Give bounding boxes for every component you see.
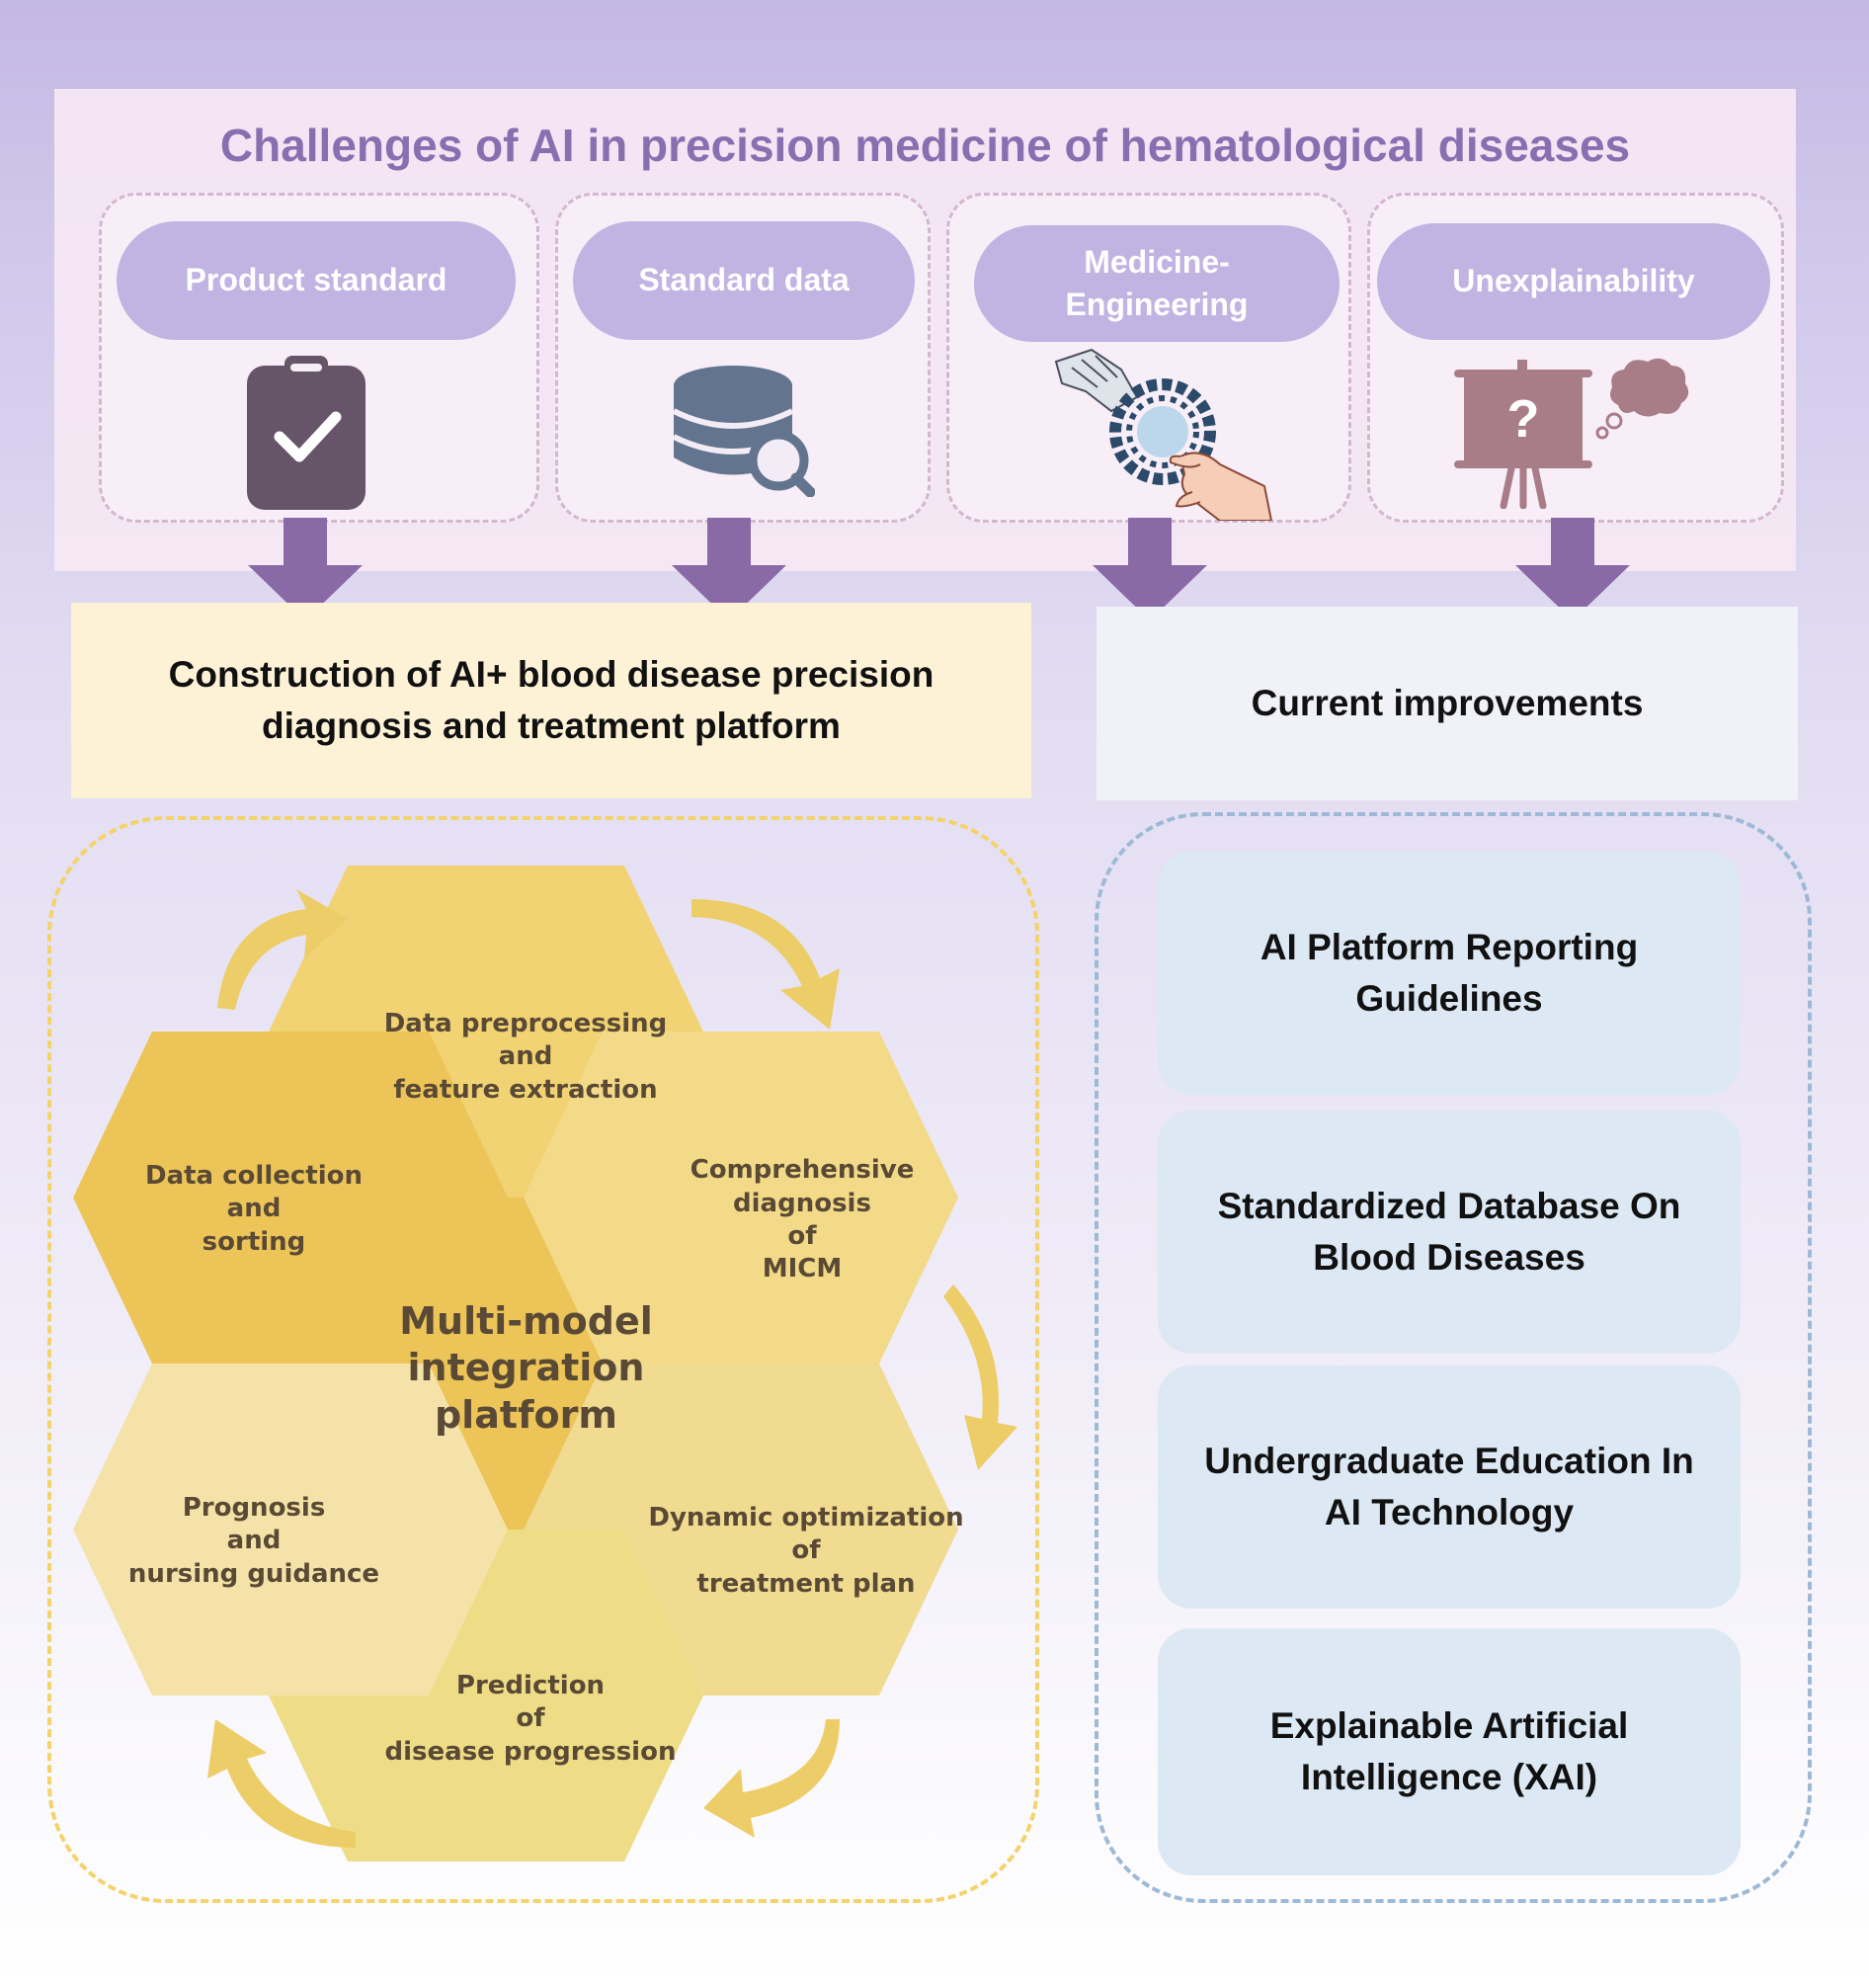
honeycomb-diagram	[73, 866, 1017, 1862]
hexagon-diagnosis	[524, 1032, 958, 1364]
database-search-icon	[672, 366, 815, 497]
improvements-container	[1095, 812, 1812, 1903]
challenge-pill-medicine-engineering: Medicine- Engineering	[974, 225, 1340, 342]
improvements-heading: Current improvements	[1097, 607, 1798, 800]
curve-arrow-top-right	[691, 899, 840, 1030]
hex-label-preprocessing: Data preprocessing and feature extractio…	[383, 1009, 668, 1105]
platform-heading: Construction of AI+ blood disease precis…	[71, 603, 1031, 798]
hexagon-prognosis	[73, 1364, 508, 1696]
curve-arrow-bottom-right	[703, 1719, 840, 1838]
hex-label-center: Multi-model integration platform	[399, 1298, 653, 1437]
down-arrow-1	[248, 518, 363, 621]
down-arrow-2	[672, 518, 786, 621]
challenge-pill-standard-data: Standard data	[573, 221, 915, 340]
curve-arrow-top-left	[217, 889, 348, 1010]
down-arrow-4	[1515, 518, 1630, 621]
improvement-item-2: Standardized Database On Blood Diseases	[1158, 1111, 1741, 1354]
hexagon-data-collection-shape	[73, 1032, 508, 1364]
challenge-pill-product-standard: Product standard	[117, 221, 516, 340]
page-title: Challenges of AI in precision medicine o…	[219, 120, 1631, 171]
hex-label-treatment: Dynamic optimization of treatment plan	[648, 1503, 964, 1599]
clipboard-check-icon	[247, 356, 366, 510]
improvement-item-3: Undergraduate Education In AI Technology	[1158, 1366, 1741, 1609]
curve-arrow-right	[943, 1284, 1017, 1470]
platform-container	[47, 816, 1039, 1903]
hex-label-collection: Data collection and sorting	[144, 1161, 363, 1257]
presentation-question-icon: ?	[1454, 358, 1689, 509]
robot-human-hand-icon	[1054, 348, 1273, 521]
down-arrow-3	[1093, 518, 1207, 621]
hex-label-diagnosis: Comprehensive diagnosis of MICM	[690, 1155, 915, 1284]
hex-label-prognosis: Prognosis and nursing guidance	[127, 1493, 380, 1589]
hex-label-prediction: Prediction of disease progression	[384, 1671, 677, 1767]
improvement-item-1: AI Platform Reporting Guidelines	[1158, 852, 1741, 1095]
svg-text:?: ?	[1507, 389, 1540, 449]
curve-arrow-bottom-left	[207, 1719, 356, 1848]
improvement-item-4: Explainable Artificial Intelligence (XAI…	[1158, 1628, 1741, 1875]
challenge-pill-unexplainability: Unexplainability	[1377, 223, 1770, 340]
